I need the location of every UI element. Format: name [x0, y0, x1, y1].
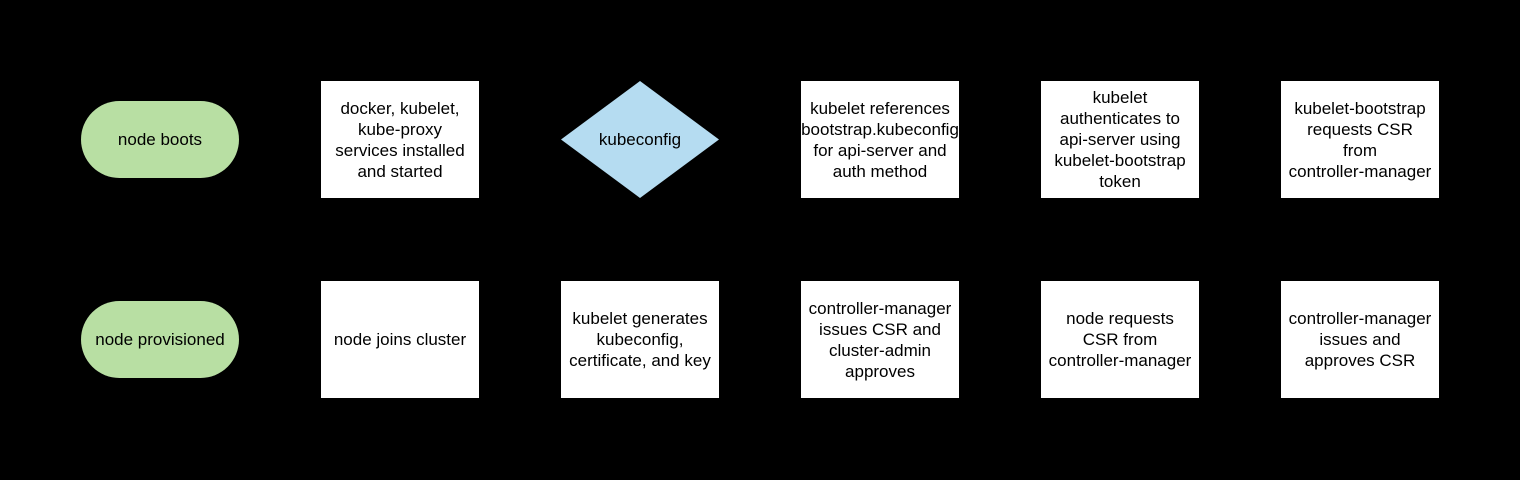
- flowchart-node-cm-issues-approves-csr: controller-manager issues and approves C…: [1281, 281, 1439, 398]
- node-label: kubeconfig: [598, 130, 682, 149]
- flowchart-node-bootstrap-requests-csr: kubelet-bootstrap requests CSR from cont…: [1281, 81, 1439, 198]
- node-label: kubelet authenticates to api-server usin…: [1054, 88, 1186, 191]
- flowchart-node-kubelet-authenticates: kubelet authenticates to api-server usin…: [1041, 81, 1199, 198]
- node-label: kubelet-bootstrap requests CSR from cont…: [1288, 98, 1432, 181]
- flowchart-node-cm-issues-csr-admin-approves: controller-manager issues CSR and cluste…: [801, 281, 959, 398]
- flowchart-node-kubelet-generates: kubelet generates kubeconfig, certificat…: [561, 281, 719, 398]
- node-label: controller-manager issues and approves C…: [1288, 309, 1432, 370]
- node-label: kubelet generates kubeconfig, certificat…: [569, 309, 711, 370]
- node-label: node provisioned: [95, 330, 225, 349]
- node-label: node requests CSR from controller-manage…: [1048, 309, 1192, 370]
- node-label: controller-manager issues CSR and cluste…: [808, 298, 952, 381]
- flowchart-node-kubelet-references-bootstrap: kubelet references bootstrap.kubeconfig …: [801, 81, 959, 198]
- flowchart-node-node-provisioned: node provisioned: [81, 301, 239, 378]
- node-label: node boots: [117, 130, 203, 149]
- flowchart-node-node-requests-csr: node requests CSR from controller-manage…: [1041, 281, 1199, 398]
- flowchart-node-services-installed: docker, kubelet, kube-proxy services ins…: [321, 81, 479, 198]
- flowchart-node-node-boots: node boots: [81, 101, 239, 178]
- flowchart-node-node-joins-cluster: node joins cluster: [321, 281, 479, 398]
- node-label: kubelet references bootstrap.kubeconfig …: [801, 98, 959, 181]
- flowchart-node-kubeconfig-decision: kubeconfig: [561, 81, 719, 198]
- node-label: docker, kubelet, kube-proxy services ins…: [335, 98, 465, 181]
- node-label: node joins cluster: [333, 330, 467, 349]
